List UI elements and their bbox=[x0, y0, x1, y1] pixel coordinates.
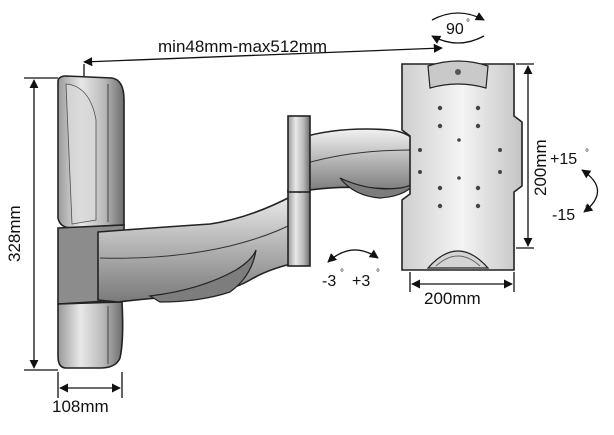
level-minus-value: -3 bbox=[322, 273, 336, 290]
arm-extension-label: min48mm-max512mm bbox=[158, 37, 327, 56]
height-label: 328mm bbox=[5, 205, 24, 262]
level-minus-angle-label: -3 ° bbox=[322, 268, 344, 290]
tilt-down-angle-label: -15 ° bbox=[552, 204, 589, 224]
swing-arm bbox=[97, 115, 425, 303]
plate-height-label: 200mm bbox=[531, 139, 550, 196]
level-minus-degree: ° bbox=[340, 268, 344, 279]
plate-width-label: 200mm bbox=[424, 289, 481, 308]
level-plus-value: +3 bbox=[352, 273, 370, 290]
rotation-degree: ° bbox=[466, 18, 470, 29]
vesa-holes bbox=[418, 105, 502, 209]
wall-bracket bbox=[57, 75, 125, 369]
tilt-up-degree: ° bbox=[585, 148, 589, 159]
rotation-value: 90 bbox=[446, 21, 464, 38]
level-plus-degree: ° bbox=[376, 268, 380, 279]
tilt-down-degree: ° bbox=[585, 204, 589, 215]
rotation-angle-label: 90 ° bbox=[446, 18, 470, 38]
base-width-label: 108mm bbox=[52, 397, 109, 416]
level-plus-angle-label: +3 ° bbox=[352, 268, 380, 290]
dimension-lines bbox=[24, 12, 599, 398]
tilt-up-angle-label: +15 ° bbox=[550, 148, 589, 168]
tilt-down-value: -15 bbox=[552, 207, 575, 224]
tilt-up-value: +15 bbox=[550, 151, 577, 168]
vesa-plate bbox=[401, 60, 523, 271]
